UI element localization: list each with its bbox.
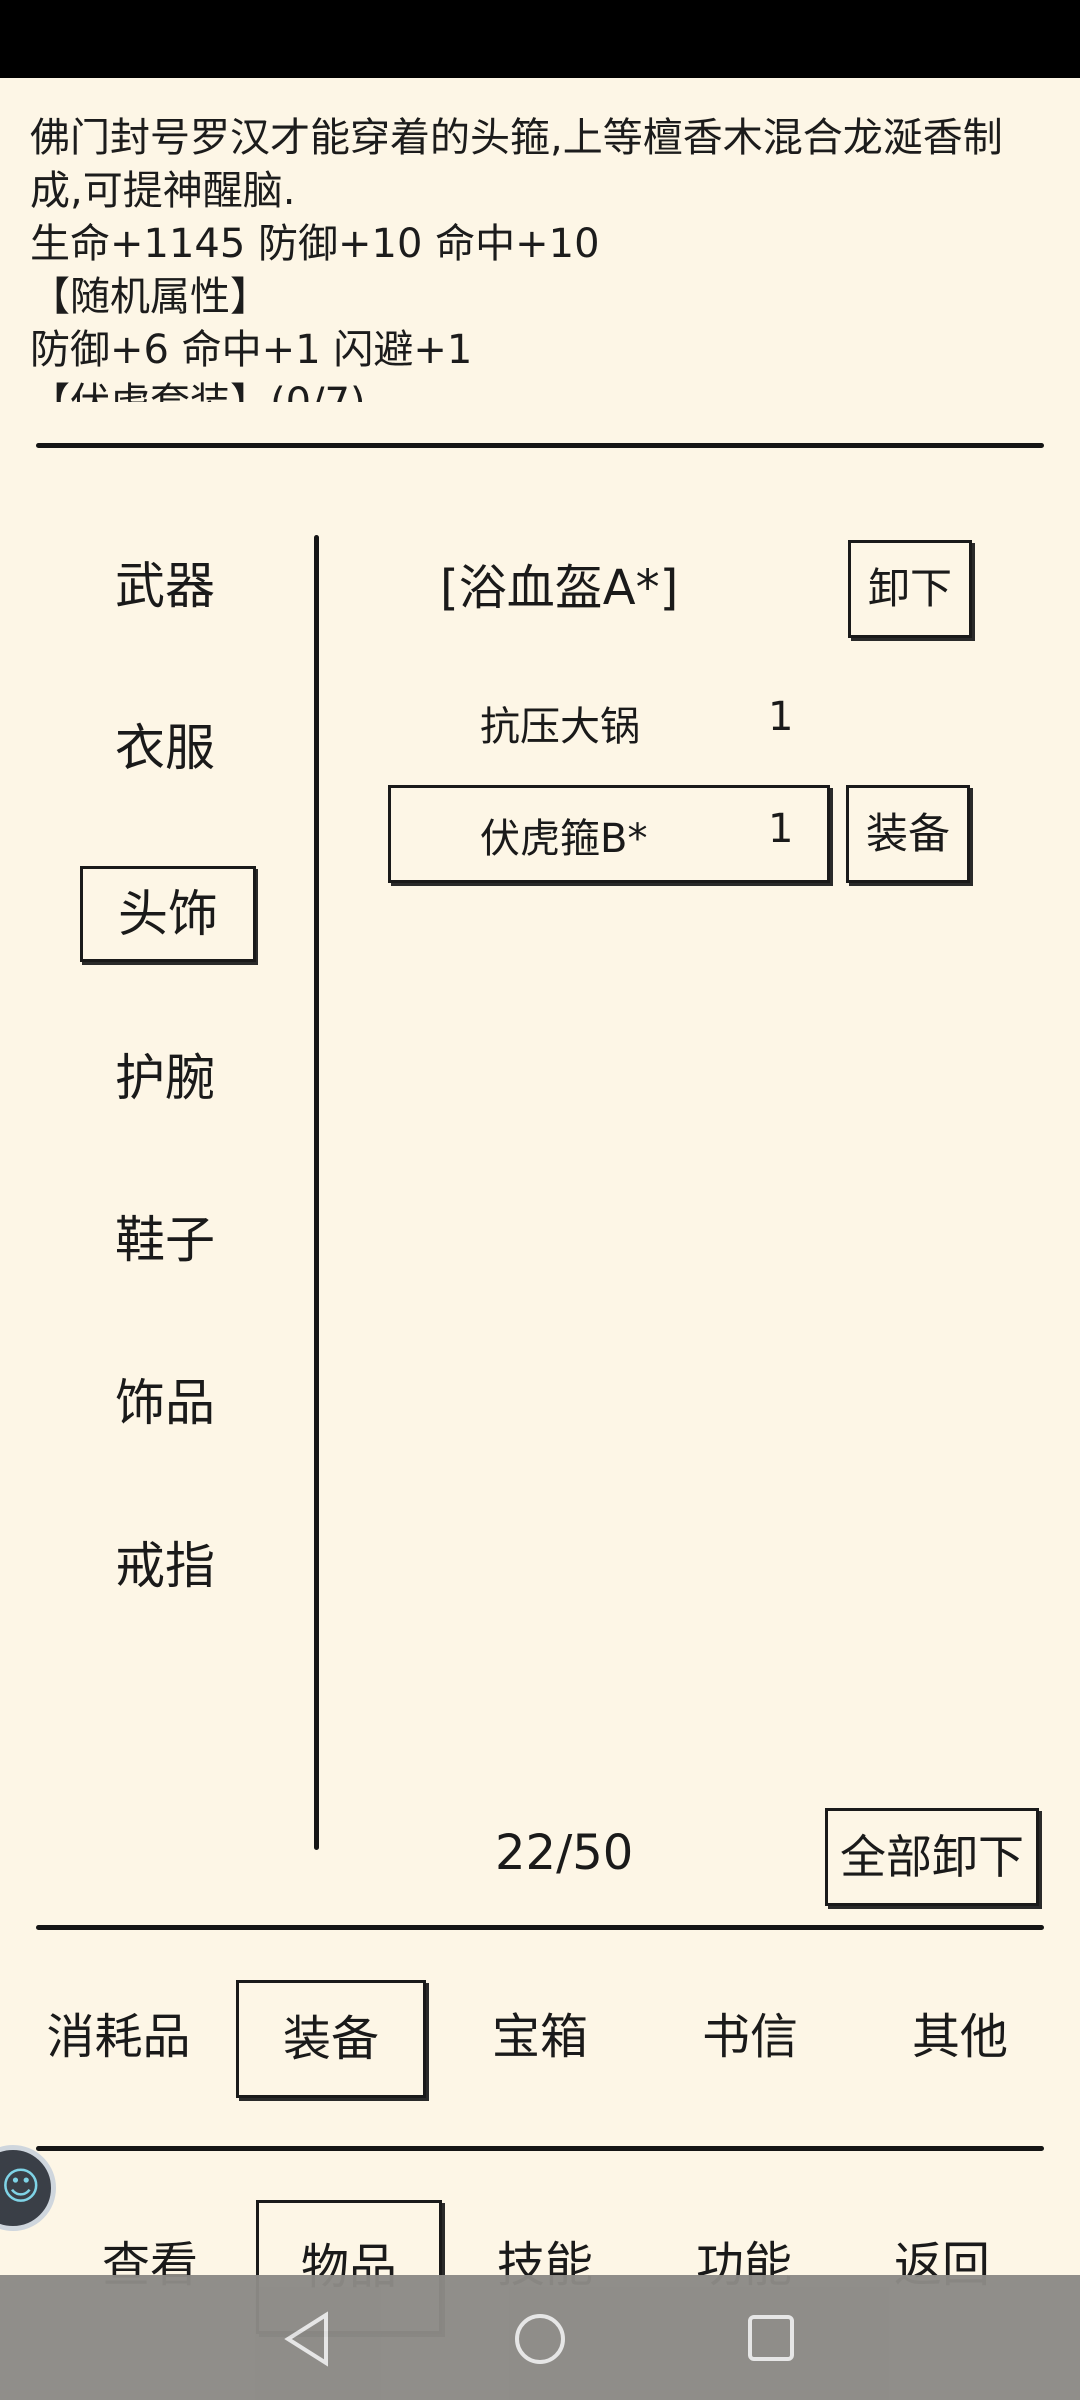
description-line: 防御+6 命中+1 闪避+1 — [30, 327, 473, 373]
item-description: 佛门封号罗汉才能穿着的头箍,上等檀香木混合龙涎香制 成,可提神醒脑. 生命+11… — [30, 112, 1030, 402]
tab-letters[interactable]: 书信 — [701, 2009, 798, 2065]
tab-equipment[interactable]: 装备 — [236, 1980, 426, 2098]
inventory-capacity: 22/50 — [495, 1825, 634, 1881]
item-name[interactable]: 伏虎箍B* — [480, 816, 648, 862]
divider-middle — [36, 1925, 1044, 1930]
item-row-selected[interactable] — [388, 785, 830, 883]
tab-chests[interactable]: 宝箱 — [491, 2009, 588, 2065]
description-line: 成,可提神醒脑. — [30, 168, 296, 214]
item-qty: 1 — [768, 806, 794, 852]
home-circle-icon[interactable] — [512, 2311, 568, 2367]
description-line: 佛门封号罗汉才能穿着的头箍,上等檀香木混合龙涎香制 — [30, 115, 1003, 161]
category-accessory[interactable]: 饰品 — [115, 1374, 215, 1432]
divider-top — [36, 443, 1044, 448]
description-line: 生命+1145 防御+10 命中+10 — [30, 221, 600, 267]
category-headwear[interactable]: 头饰 — [80, 866, 256, 962]
recent-square-icon[interactable] — [746, 2313, 796, 2363]
category-wrist[interactable]: 护腕 — [115, 1049, 215, 1107]
status-bar — [0, 0, 1080, 78]
category-ring[interactable]: 戒指 — [115, 1537, 215, 1595]
equipped-item-name: [浴血盔A*] — [440, 560, 679, 616]
category-weapon[interactable]: 武器 — [115, 557, 215, 615]
item-name[interactable]: 抗压大锅 — [480, 704, 640, 750]
unequip-button[interactable]: 卸下 — [848, 540, 972, 638]
item-qty: 1 — [768, 694, 794, 740]
category-clothes[interactable]: 衣服 — [115, 719, 215, 777]
equip-button[interactable]: 装备 — [846, 785, 970, 883]
description-line: 【随机属性】 — [30, 274, 270, 320]
category-shoes[interactable]: 鞋子 — [115, 1211, 215, 1269]
unequip-all-button[interactable]: 全部卸下 — [825, 1808, 1039, 1906]
system-nav-bar — [0, 2275, 1080, 2400]
description-line: 【伏虎套装】(0/7) — [30, 377, 1030, 402]
tab-other[interactable]: 其他 — [911, 2009, 1008, 2065]
assistant-ball-icon[interactable]: ☺ — [0, 2145, 56, 2231]
tab-consumables[interactable]: 消耗品 — [46, 2009, 191, 2065]
back-triangle-icon[interactable] — [282, 2311, 332, 2367]
column-divider — [314, 535, 319, 1850]
divider-bottom — [36, 2146, 1044, 2151]
